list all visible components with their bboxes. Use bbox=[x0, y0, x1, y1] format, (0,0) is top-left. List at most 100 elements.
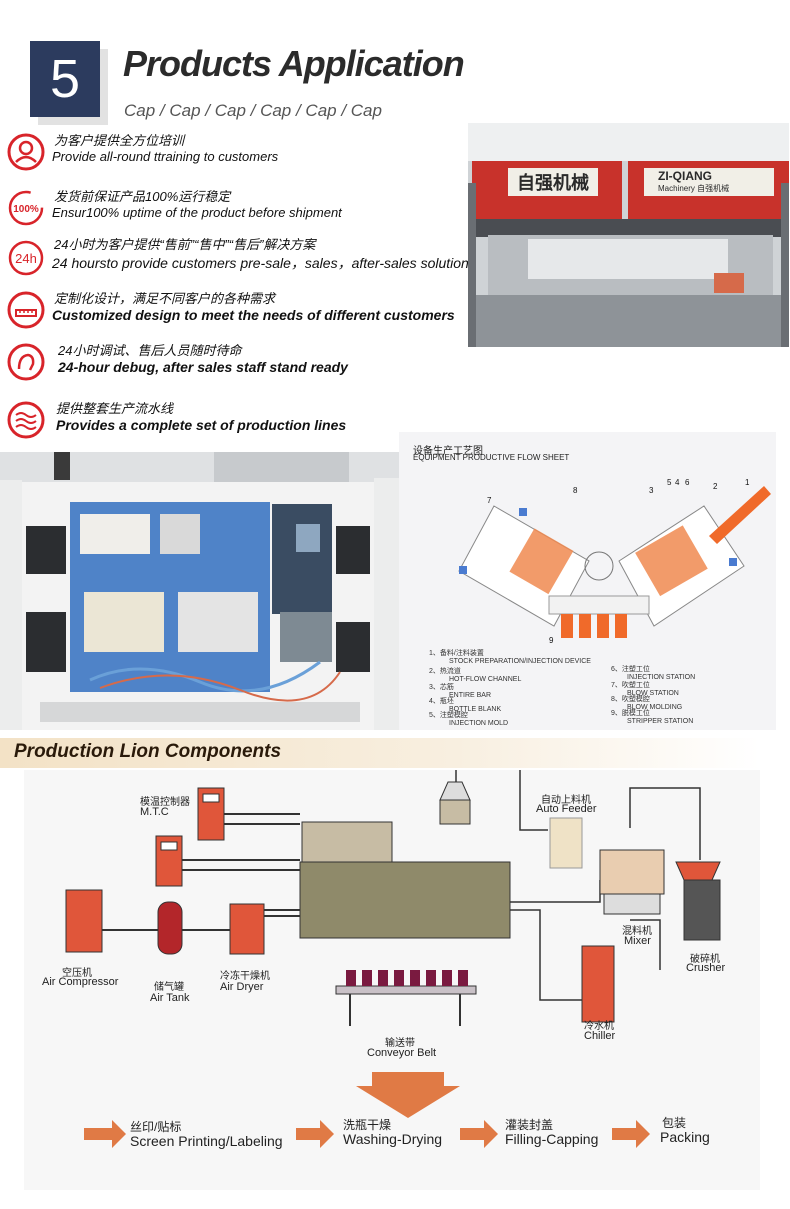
feature-en: 24 hoursto provide customers pre-sale，sa… bbox=[52, 255, 476, 271]
crusher-label-cn: 破碎机 bbox=[690, 954, 720, 965]
feature-en: Ensur100% uptime of the product before s… bbox=[52, 205, 342, 220]
legend-cn: 7、吹塑工位 bbox=[611, 682, 650, 689]
legend-cn: 8、吹塑模腔 bbox=[611, 696, 650, 703]
cabinet-illustration bbox=[0, 452, 407, 730]
feature-cn: 发货前保证产品100%运行稳定 bbox=[54, 189, 231, 204]
production-line-diagram bbox=[24, 770, 760, 1190]
legend-en: INJECTION STATION bbox=[627, 674, 696, 681]
feature-en: Provides a complete set of production li… bbox=[56, 417, 347, 433]
production-title-bar bbox=[0, 738, 760, 768]
auto-feeder-label-en: Auto Feeder bbox=[536, 803, 597, 815]
page-subtitle: Cap / Cap / Cap / Cap / Cap / Cap bbox=[124, 101, 382, 120]
feature-cn: 为客户提供全方位培训 bbox=[54, 133, 185, 148]
feature-en: Provide all-round ttraining to customers bbox=[52, 149, 279, 164]
air-dryer-label-en: Air Dryer bbox=[220, 981, 264, 993]
percent-100-icon: 100% bbox=[8, 190, 44, 226]
page-title: Products Application bbox=[123, 43, 465, 84]
auto-feeder-label-cn: 自动上料机 bbox=[541, 795, 591, 806]
flow-title-en: EQUIPMENT PRODUCTIVE FLOW SHEET bbox=[413, 453, 570, 462]
feature-item: 24h 24小时为客户提供“售前”“售中”“售后”解决方案 24 hoursto… bbox=[6, 234, 476, 284]
conveyor-label-cn: 输送带 bbox=[385, 1038, 415, 1049]
chiller-label-en: Chiller bbox=[584, 1030, 616, 1042]
legend-item: 7、吹塑工位 BLOW STATION bbox=[611, 682, 679, 698]
air-compressor-label-en: Air Compressor bbox=[42, 976, 119, 988]
feature-cn: 提供整套生产流水线 bbox=[56, 401, 174, 416]
feature-item: 定制化设计，满足不同客户的各种需求 Customized design to m… bbox=[6, 288, 471, 338]
mixer-label-en: Mixer bbox=[624, 935, 651, 947]
legend-cn: 6、注塑工位 bbox=[611, 666, 650, 673]
svg-text:24h: 24h bbox=[15, 251, 37, 266]
callout: 9 bbox=[549, 636, 554, 645]
sign-brand-sub: Machinery 自强机械 bbox=[658, 184, 730, 193]
legend-item: 6、注塑工位 INJECTION STATION bbox=[611, 666, 695, 682]
flow-diagram bbox=[458, 486, 771, 638]
legend-cn: 1、备料/注料装置 bbox=[429, 650, 484, 657]
electric-cabinet-photo bbox=[0, 452, 407, 730]
feature-en: 24-hour debug, after sales staff stand r… bbox=[58, 359, 348, 375]
legend-cn: 2、热流道 bbox=[429, 668, 461, 675]
production-title: Production Lion Components bbox=[14, 741, 282, 762]
legend-en: ENTIRE BAR bbox=[449, 692, 492, 699]
legend-en: HOT-FLOW CHANNEL bbox=[449, 676, 522, 683]
section-number: 5 bbox=[49, 49, 81, 109]
service-icon bbox=[7, 343, 45, 381]
feature-item: 为客户提供全方位培训 Provide all-round ttraining t… bbox=[6, 130, 471, 180]
legend-item: 8、吹塑模腔 BLOW MOLDING bbox=[611, 696, 682, 712]
stage-label-cn: 丝印/贴标 bbox=[130, 1120, 182, 1134]
legend-item: 3、芯筋 ENTIRE BAR bbox=[429, 684, 491, 700]
air-tank-label-en: Air Tank bbox=[150, 992, 190, 1004]
conveyor-label-en: Conveyor Belt bbox=[367, 1047, 437, 1059]
stage-label-cn: 包装 bbox=[662, 1116, 687, 1130]
sign-brand: ZI-QIANG bbox=[658, 169, 712, 183]
feature-item: 100% 发货前保证产品100%运行稳定 Ensur100% uptime of… bbox=[6, 186, 471, 236]
legend-item: 1、备料/注料装置 STOCK PREPARATION/INJECTION DE… bbox=[429, 650, 591, 666]
stage-label-en: Washing-Drying bbox=[343, 1131, 443, 1147]
callout: 5 bbox=[667, 478, 672, 487]
feature-item: 提供整套生产流水线 Provides a complete set of pro… bbox=[6, 398, 471, 448]
training-icon bbox=[7, 133, 45, 171]
stage-label-en: Packing bbox=[660, 1129, 710, 1145]
air-dryer-label-cn: 冷冻干燥机 bbox=[220, 971, 270, 982]
callout: 2 bbox=[713, 482, 718, 491]
line-icon bbox=[7, 401, 45, 439]
flow-sheet: 设备生产工艺图 EQUIPMENT PRODUCTIVE FLOW SHEET … bbox=[399, 432, 776, 730]
legend-item: 9、脱模工位 STRIPPER STATION bbox=[611, 710, 693, 726]
legend-cn: 5、注塑模腔 bbox=[429, 712, 468, 719]
legend-en: INJECTION MOLD bbox=[449, 720, 509, 727]
machine-illustration bbox=[468, 123, 789, 347]
flow-title-cn: 设备生产工艺图 bbox=[413, 446, 483, 457]
sign-left: 自强机械 bbox=[517, 173, 589, 193]
mixer-label-cn: 混料机 bbox=[622, 926, 652, 937]
legend-cn: 3、芯筋 bbox=[429, 684, 454, 691]
chiller-label-cn: 冷水机 bbox=[584, 1021, 614, 1032]
callout: 7 bbox=[487, 496, 492, 505]
mtc-label-cn: 模温控制器 bbox=[140, 797, 190, 808]
ruler-icon bbox=[7, 291, 45, 329]
legend-en: STRIPPER STATION bbox=[627, 718, 694, 725]
callout: 3 bbox=[649, 486, 654, 495]
legend-item: 4、瓶坯 BOTTLE BLANK bbox=[429, 698, 501, 714]
air-tank-label-cn: 储气罐 bbox=[154, 982, 184, 993]
legend-en: BLOW MOLDING bbox=[627, 704, 683, 711]
legend-en: BOTTLE BLANK bbox=[449, 706, 502, 713]
feature-item: 24小时调试、售后人员随时待命 24-hour debug, after sal… bbox=[6, 340, 471, 390]
stage-label-en: Filling-Capping bbox=[505, 1131, 599, 1147]
legend-cn: 9、脱模工位 bbox=[611, 710, 650, 717]
air-compressor-label-cn: 空压机 bbox=[62, 968, 92, 979]
callout: 6 bbox=[685, 478, 690, 487]
stage-label-cn: 灌装封盖 bbox=[505, 1118, 554, 1132]
stage-label-en: Screen Printing/Labeling bbox=[130, 1133, 283, 1149]
machine-photo: 自强机械 ZI-QIANG Machinery 自强机械 bbox=[468, 123, 789, 347]
stage-label-cn: 洗瓶干燥 bbox=[343, 1118, 392, 1132]
mtc-label-en: M.T.C bbox=[140, 806, 169, 818]
24h-icon: 24h bbox=[8, 240, 44, 276]
svg-text:100%: 100% bbox=[13, 204, 39, 215]
section-number-box: 5 bbox=[30, 41, 100, 117]
legend-en: BLOW STATION bbox=[627, 690, 679, 697]
legend-item: 5、注塑模腔 INJECTION MOLD bbox=[429, 712, 508, 728]
callout: 1 bbox=[745, 478, 750, 487]
legend-cn: 4、瓶坯 bbox=[429, 698, 454, 705]
feature-cn: 24小时为客户提供“售前”“售中”“售后”解决方案 bbox=[54, 237, 316, 252]
callout: 4 bbox=[675, 478, 680, 487]
feature-cn: 24小时调试、售后人员随时待命 bbox=[58, 343, 242, 358]
